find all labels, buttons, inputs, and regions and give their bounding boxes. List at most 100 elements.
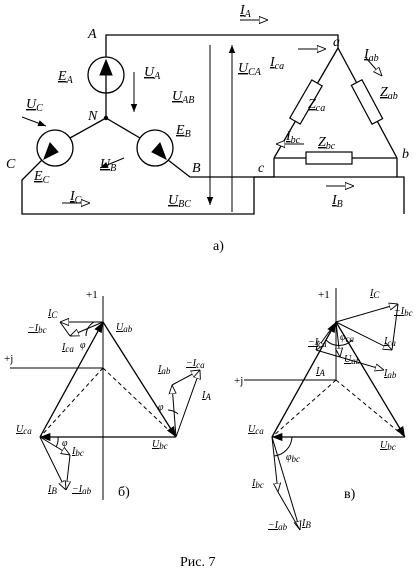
label-Ica: Ica [269,55,284,72]
phasor-negIbc-c [391,303,399,351]
line-B [167,159,274,178]
label-UBC: UBC [168,193,191,210]
label-IA-b: IA [201,390,211,402]
phasor-IA-c [336,321,340,357]
label-IC-b: IC [47,308,58,320]
label-phibc-c: φbc [286,452,300,464]
label-IC: IC [69,189,82,206]
phasor-negIab-c [277,491,301,531]
label-Ubc-b: Ubc [152,439,168,451]
label-EA: EA [57,69,74,86]
phasor-IB-b [39,436,66,490]
label-Ibc: Ibc [285,129,301,146]
label-Ibc-b: Ibc [71,446,84,458]
current-arrow-Iab [365,57,382,76]
node-b-label: b [402,147,409,162]
label-UCA: UCA [238,61,262,78]
node-C-label: C [6,157,16,172]
label-negIca-c: −Ica [308,337,327,349]
angle-arc-bc [273,436,293,457]
label-negIbc-c: −Ibc [394,306,413,318]
phasor-Uca-c [271,321,337,438]
label-Ibc-c: Ibc [251,478,264,490]
angle-arc-3 [55,436,59,448]
label-phi1-b: φ [80,340,86,351]
label-Iab-c: Iab [383,368,397,380]
neutral-node [103,115,109,121]
angle-arc-1 [85,321,95,337]
axis-label-plusj: +j [4,353,13,365]
label-Zbc: Zbc [318,135,336,152]
label-phica-c: φca [340,332,355,344]
phasor-Uab-b [102,321,177,438]
label-phi2-b: φ [158,402,164,413]
circuit-diagram: A N C B a b c IA Ica Iab Zab Zca Zbc Ibc… [6,3,409,254]
label-UB: UB [100,157,116,174]
axis-label-plus1-c: +1 [318,289,330,301]
impedance-Zca [288,79,324,125]
label-IB: IB [331,193,343,210]
phasor-negIab-b [66,454,70,490]
label-negIab-b: −Iab [72,484,92,496]
label-UC: UC [26,97,43,114]
voltage-arrow-UC [21,116,47,127]
subcaption-c: в) [344,487,356,502]
label-IB-c: IB [301,518,311,530]
label-UA: UA [144,65,161,82]
impedance-Zab [350,78,384,126]
phasor-IA-b [175,370,200,438]
angle-arc-ca [325,339,353,346]
phasor-Ica-b [70,321,104,336]
label-Ica-c: Ica [383,336,396,348]
label-Iab: Iab [363,47,379,64]
node-N-label: N [87,109,98,124]
node-B-label: B [192,161,201,176]
phasor-Iab-c [315,349,384,370]
phasor-diagram-b: +1 +j IC −Ibc Ica φ Uab Iab −Ica φ I [4,289,211,500]
phasor-IC-c [335,304,398,323]
label-UAB: UAB [172,89,194,106]
generator-C [36,129,74,167]
phasor-Ica-c [335,321,392,350]
label-negIbc-b: −Ibc [28,323,47,335]
line-B-out [397,176,405,214]
phasor-Ibc-c [271,436,278,492]
axis-label-plus1: +1 [86,289,98,301]
subcaption-b: б) [118,485,130,500]
label-EB: EB [175,123,191,140]
label-phi3-b: φ [62,438,68,449]
label-EC: EC [33,169,50,186]
line-A [105,34,339,57]
node-c-label: c [258,161,265,176]
figure-caption: Рис. 7 [180,555,216,570]
label-IA-c: IA [315,366,325,378]
phasor-Uca-b [39,321,104,438]
impedance-Zbc [305,151,353,165]
wire-N-B [105,117,141,139]
label-Ubc-c: Ubc [380,440,396,452]
label-Uca-b: Uca [16,424,32,436]
label-Uca-c: Uca [248,424,264,436]
line-C [21,159,255,215]
phasor-negIbc-b [59,321,71,337]
wire-N-C [69,117,107,139]
subcaption-a: а) [213,239,224,254]
phasor-Uab-c [335,321,406,438]
label-Zab: Zab [380,85,398,102]
axis-label-plusj-c: +j [234,375,243,387]
label-Uab-b: Uab [116,322,133,334]
label-negIca-b: −Ica [186,358,205,370]
phasor-negIca-c [316,321,337,350]
generator-B [136,129,174,167]
phasor-IB-c [271,436,300,530]
label-Zca: Zca [308,97,325,114]
label-IC-c: IC [369,288,380,300]
label-Iab-b: Iab [157,364,171,376]
label-IA: IA [239,3,252,20]
label-Uab-c: Uab [344,354,361,366]
voltage-arrow-UB [99,157,125,169]
node-a-label: a [333,35,340,50]
phasor-Ibc-b [39,436,70,455]
label-negIab-c: −Iab [268,520,288,532]
